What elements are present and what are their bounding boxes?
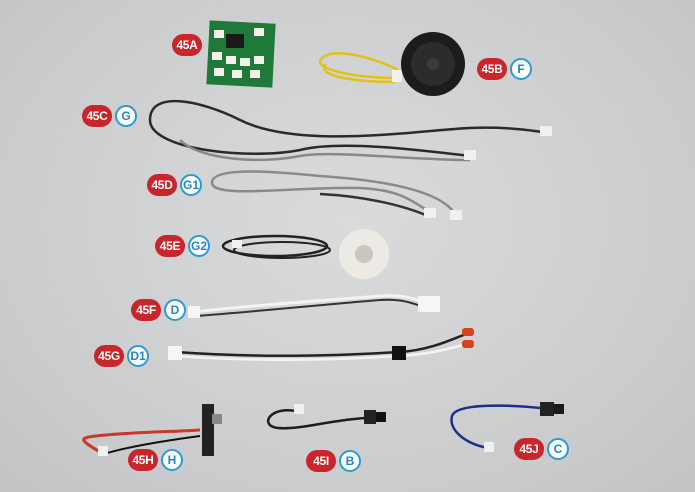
- label-45c: 45C G: [82, 105, 137, 127]
- letter-badge: G2: [188, 235, 210, 257]
- letter-badge: B: [339, 450, 361, 472]
- label-45g: 45G D1: [94, 345, 149, 367]
- part-number-badge: 45E: [155, 235, 185, 257]
- letter-badge: G: [115, 105, 137, 127]
- wire-45c: [148, 99, 552, 162]
- label-45h: 45H H: [128, 449, 183, 471]
- letter-badge: F: [510, 58, 532, 80]
- letter-badge: D: [164, 299, 186, 321]
- letter-badge: G1: [180, 174, 202, 196]
- wire-45d: [210, 170, 462, 220]
- button-45j: [450, 402, 564, 452]
- wire-45g-leds: [168, 328, 474, 362]
- part-number-badge: 45F: [131, 299, 161, 321]
- part-number-badge: 45H: [128, 449, 158, 471]
- label-45a: 45A: [172, 34, 202, 56]
- switch-45h: [82, 404, 222, 456]
- label-45b: 45B F: [477, 58, 532, 80]
- label-45d: 45D G1: [147, 174, 202, 196]
- label-45e: 45E G2: [155, 235, 210, 257]
- part-number-badge: 45G: [94, 345, 124, 367]
- circuit-board: [206, 20, 276, 88]
- letter-badge: C: [547, 438, 569, 460]
- label-45f: 45F D: [131, 299, 186, 321]
- part-number-badge: 45D: [147, 174, 177, 196]
- part-number-badge: 45I: [306, 450, 336, 472]
- part-number-badge: 45A: [172, 34, 202, 56]
- label-45j: 45J C: [514, 438, 569, 460]
- letter-badge: D1: [127, 345, 149, 367]
- letter-badge: H: [161, 449, 183, 471]
- part-number-badge: 45B: [477, 58, 507, 80]
- label-45i: 45I B: [306, 450, 361, 472]
- wire-45f: [188, 294, 440, 318]
- wire-45e: [221, 227, 391, 281]
- button-45i: [266, 404, 386, 430]
- part-number-badge: 45J: [514, 438, 544, 460]
- speaker: [318, 32, 465, 96]
- part-number-badge: 45C: [82, 105, 112, 127]
